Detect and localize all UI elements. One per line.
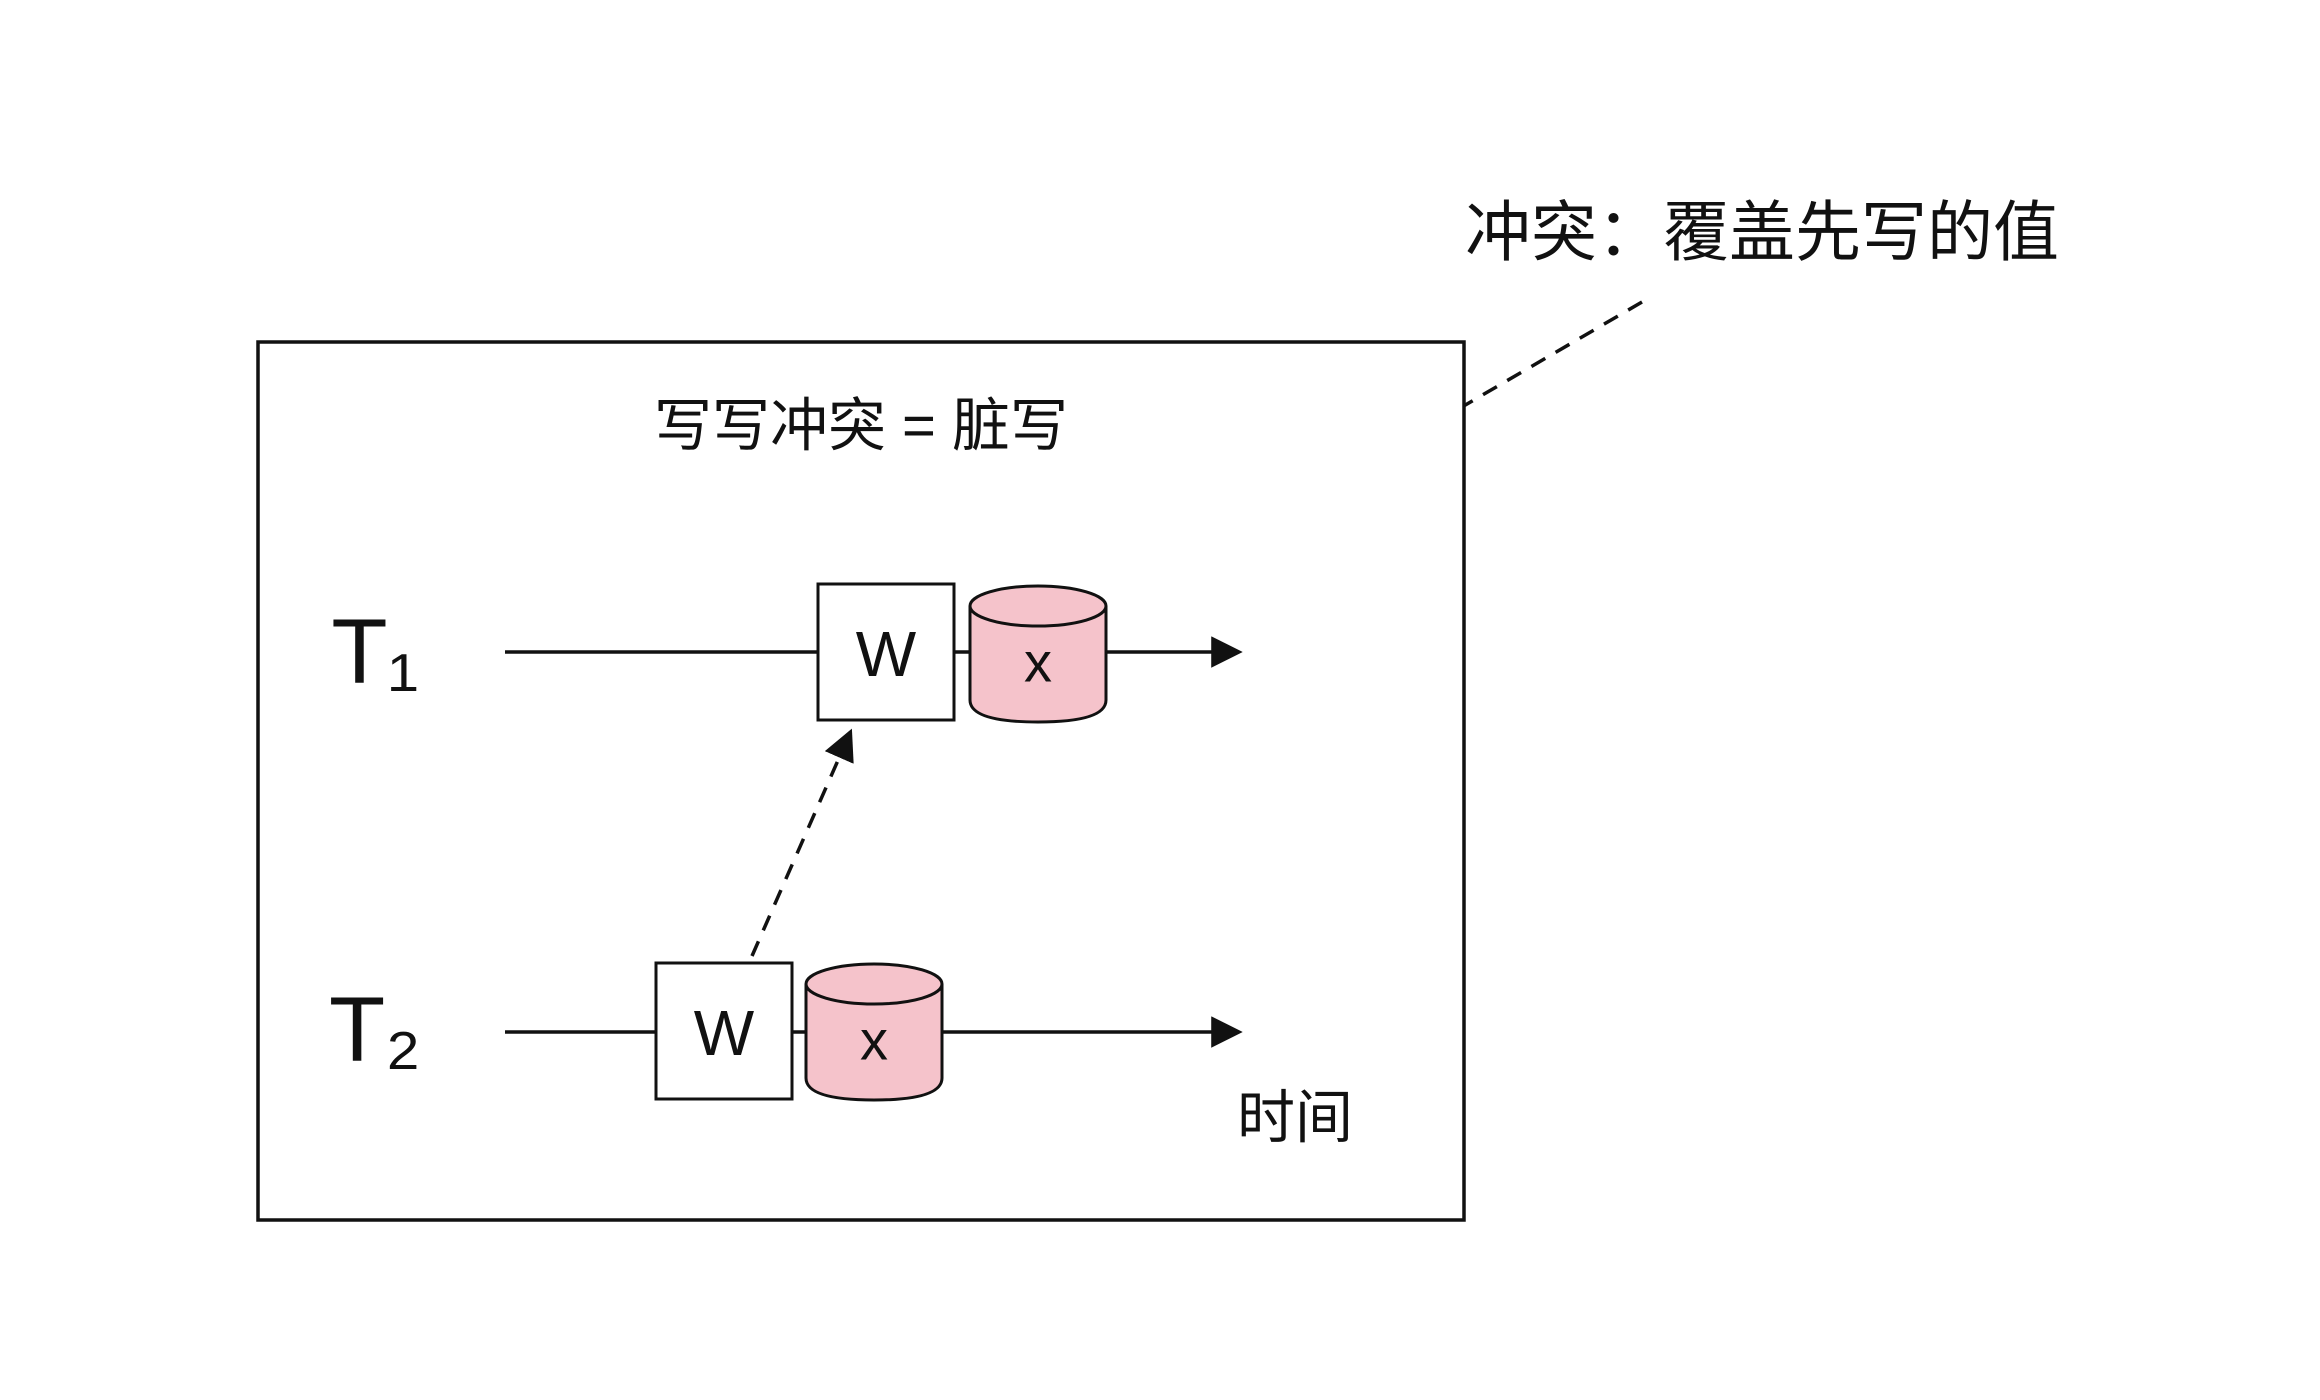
transaction-2-label: T₂ — [329, 979, 421, 1081]
t2-write-box — [654, 961, 794, 1101]
time-label: 时间 — [1237, 1086, 1353, 1151]
t2-data-cylinder — [804, 984, 944, 1102]
t1-write-label: W — [856, 618, 917, 690]
t1-data-cylinder — [968, 606, 1108, 724]
diagram-title: 写写冲突 = 脏写 — [654, 394, 1068, 459]
t1-write-box — [816, 582, 956, 722]
transaction-1-label: T₁ — [331, 601, 418, 703]
diagram-frame — [256, 340, 1466, 1222]
t2-write-label: W — [694, 997, 755, 1069]
t2-data-cylinder-top — [804, 962, 944, 1006]
write-dependency-arrow — [750, 728, 854, 957]
t1-data-cylinder-top — [968, 584, 1108, 628]
t1-data-label: x — [1024, 631, 1052, 694]
t2-data-label: x — [860, 1009, 888, 1072]
conflict-annotation: 冲突：覆盖先写的值 — [1465, 195, 2059, 269]
